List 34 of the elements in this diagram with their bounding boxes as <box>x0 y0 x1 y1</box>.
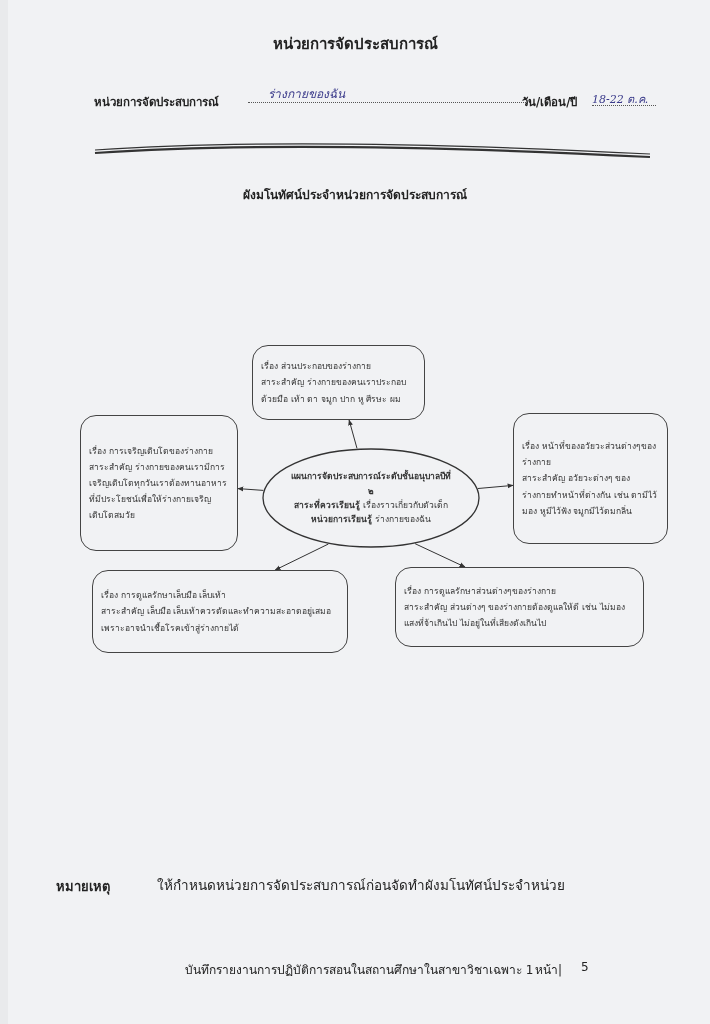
topic-box <box>92 570 348 653</box>
topic-text: สาระสำคัญ ร่างกายของคนเราประกอบด้วยมือ เท้า ตา จมูก ปาก หู ศีรษะ ผม <box>261 376 407 407</box>
topic-box <box>252 345 425 420</box>
arrow <box>348 419 358 449</box>
topic-heading: เรื่อง การดูแลรักษาส่วนต่างๆของร่างกาย <box>404 584 557 599</box>
field-label: วัน/เดือน/ปี <box>522 94 578 111</box>
note-heading: หมายเหตุ <box>56 878 110 897</box>
central-ellipse <box>262 448 480 548</box>
topic-box <box>395 567 644 647</box>
topic-text: สาระสำคัญ อวัยวะต่างๆ ของร่างกายทำหน้าที่ต่างกัน เช่น ตามีไว้มอง หูมีไว้ฟัง จมูกมีไว้ดมกลิ่น <box>522 472 659 519</box>
topic-box <box>513 413 668 544</box>
fill-in-line: 18-22 ต.ค. <box>592 90 656 106</box>
diagram-subtitle: ผังมโนทัศน์ประจำหน่วยการจัดประสบการณ์ <box>242 187 468 204</box>
topic-text: สาระที่ควรเรียนรู้ เรื่องราวเกี่ยวกับตัวเด็ก <box>294 498 448 513</box>
topic-heading: เรื่อง การดูแลรักษาเล็บมือ เล็บเท้า <box>101 588 228 603</box>
note-text: ให้กำหนดหน่วยการจัดประสบการณ์ก่อนจัดทำผังมโนทัศน์ประจำหน่วย <box>157 876 565 895</box>
topic-box <box>80 415 238 551</box>
arrow <box>237 486 264 492</box>
page-number: 5 <box>581 960 589 974</box>
arrow <box>477 483 514 489</box>
topic-text: สาระสำคัญ ส่วนต่างๆ ของร่างกายต้องดูแลให้ดี เช่น ไม่มองแสงที่จ้าเกินไป ไม่อยู่ในที่เสียงดังเกินไป <box>404 600 626 631</box>
footer-text: บันทึกรายงานการปฏิบัติการสอนในสถานศึกษาในสาขาวิชาเฉพาะ 1 <box>185 962 534 979</box>
topic-heading: เรื่อง หน้าที่ของอวัยวะส่วนต่างๆของร่างกาย <box>522 439 657 470</box>
page-number-label: หน้า| <box>535 962 563 979</box>
topic-text: สาระสำคัญ ร่างกายของคนเรามีการเจริญเติบโตทุกวันเราต้องทานอาหารที่มีประโยชน์เพื่อให้ร่างกายเจริญเติบโตสมวัย <box>89 460 228 523</box>
arrow <box>274 543 329 571</box>
topic-heading: เรื่อง การเจริญเติบโตของร่างกาย <box>89 444 214 458</box>
topic-heading: เรื่อง ส่วนประกอบของร่างกาย <box>261 359 372 374</box>
topic-text: หน่วยการเรียนรู้ ร่างกายของฉัน <box>311 513 431 527</box>
topic-heading: แผนการจัดประสบการณ์ระดับชั้นอนุบาลปีที่ ๒ <box>290 469 452 498</box>
page-title: หน่วยการจัดประสบการณ์ <box>271 34 439 55</box>
arrow <box>414 543 466 568</box>
topic-text: สาระสำคัญ เล็บมือ เล็บเท้าควรตัดและทำความสะอาดอยู่เสมอเพราะอาจนำเชื้อโรคเข้าสู่ร่างกายได้ <box>101 604 333 636</box>
field-label: หน่วยการจัดประสบการณ์ <box>94 94 219 111</box>
